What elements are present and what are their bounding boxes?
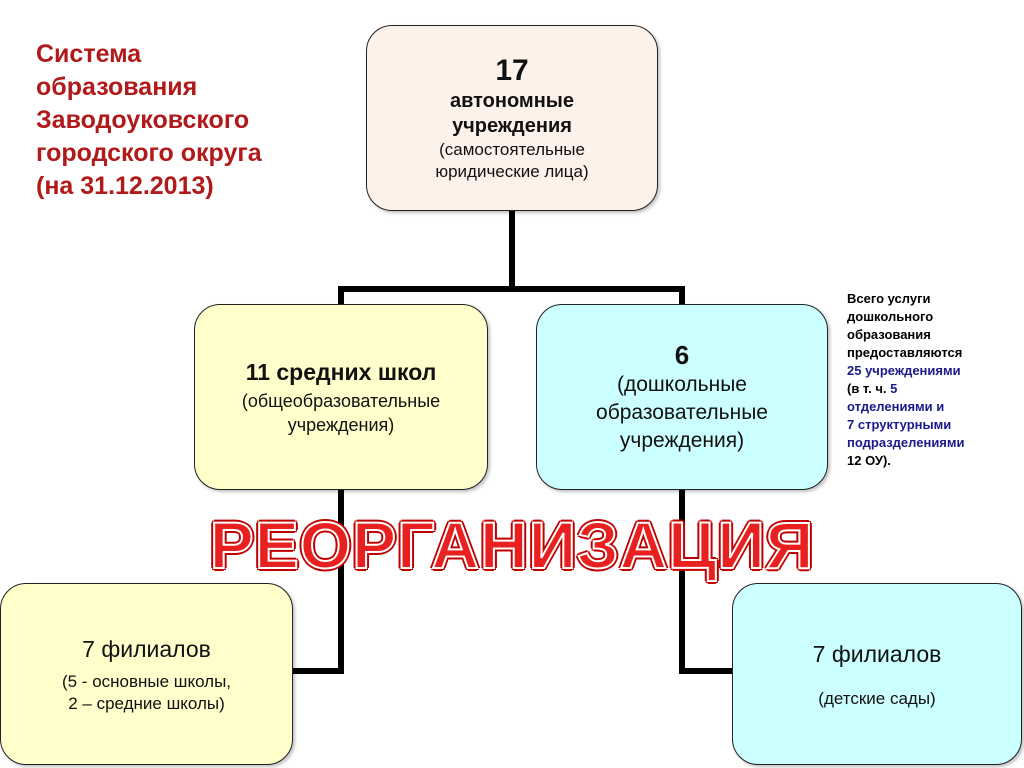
node-sub-line: учреждения) xyxy=(287,415,395,435)
note-highlight-value: 5 xyxy=(890,381,898,396)
node-label-line: автономные xyxy=(449,90,574,112)
note-line: (в т. ч. 5 xyxy=(847,380,1017,398)
node-number: 6 xyxy=(674,340,690,370)
node-sub-line: учреждения) xyxy=(619,429,745,452)
node-number: 17 xyxy=(495,54,529,87)
connector-preschool-to-branches xyxy=(679,487,735,674)
node-sub-line: (5 - основные школы, xyxy=(61,672,232,691)
node-sub-line: юридические лица) xyxy=(435,162,589,181)
node-sub-line: (детские сады) xyxy=(818,689,936,708)
node-preschool-institutions: 6 (дошкольные образовательные учреждения… xyxy=(536,304,828,490)
note-line: 12 ОУ). xyxy=(847,453,891,468)
preschool-services-note: Всего услуги дошкольного образования пре… xyxy=(847,290,1017,470)
slide-title: Система образования Заводоуковского горо… xyxy=(36,38,356,203)
note-line: предоставляются xyxy=(847,345,963,360)
connector-schools-to-branches xyxy=(290,487,344,674)
note-line: дошкольного xyxy=(847,309,934,324)
title-line: Система xyxy=(36,40,142,68)
node-secondary-schools: 11 средних школ (общеобразовательные учр… xyxy=(194,304,488,490)
title-line: Заводоуковского xyxy=(36,106,250,134)
node-label-line: учреждения xyxy=(452,115,572,137)
node-sub-line: (общеобразовательные xyxy=(241,391,441,411)
node-sub-line: 2 – средние школы) xyxy=(68,694,225,713)
node-kindergarten-branches: 7 филиалов (детские сады) xyxy=(732,583,1022,765)
title-line: образования xyxy=(36,73,198,101)
node-sub-line: (дошкольные xyxy=(617,373,747,396)
node-heading: 7 филиалов xyxy=(812,641,942,667)
node-heading: 7 филиалов xyxy=(82,636,211,662)
node-school-branches: 7 филиалов (5 - основные школы, 2 – сред… xyxy=(0,583,293,765)
note-line: Всего услуги xyxy=(847,291,931,306)
title-line: (на 31.12.2013) xyxy=(36,172,214,200)
note-text: (в т. ч. xyxy=(847,381,891,396)
note-line: образования xyxy=(847,327,931,342)
reorganization-banner: РЕОРГАНИЗАЦИЯ xyxy=(209,507,815,583)
note-line-highlight: отделениями и xyxy=(847,399,945,414)
note-line-highlight: 25 учреждениями xyxy=(847,363,961,378)
node-heading: 11 средних школ xyxy=(245,359,437,385)
node-sub-line: образовательные xyxy=(596,401,768,424)
node-autonomous-institutions: 17 автономные учреждения (самостоятельны… xyxy=(366,25,658,211)
note-line-highlight: подразделениями xyxy=(847,435,965,450)
title-line: городского округа xyxy=(36,139,262,167)
node-sub-line: (самостоятельные xyxy=(439,140,585,159)
note-line-highlight: 7 структурными xyxy=(847,417,952,432)
